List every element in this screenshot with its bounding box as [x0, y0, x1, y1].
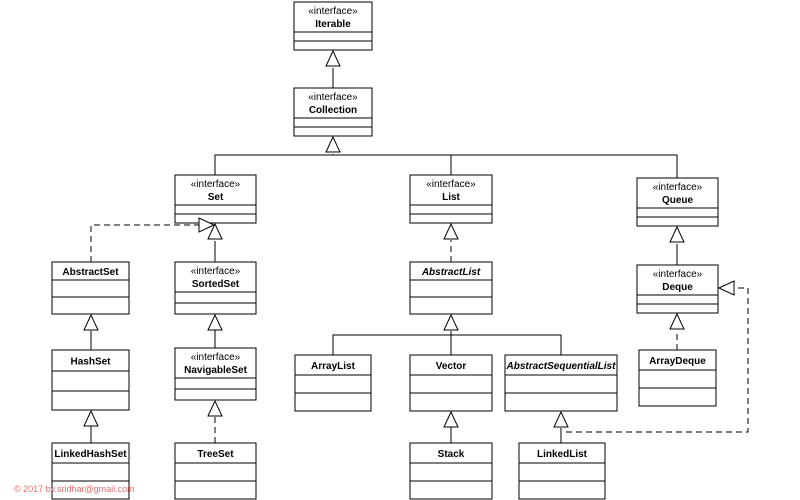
class-name-treeset: TreeSet [197, 449, 234, 460]
class-box-abstractsequentiallist: AbstractSequentialList [504, 354, 618, 412]
class-name-set: Set [208, 192, 224, 203]
class-box-sortedset: «interface» SortedSet [174, 261, 257, 315]
class-name-iterable: Iterable [315, 19, 351, 30]
linkedlist-to-deque-edge [566, 287, 749, 433]
stereotype-label: «interface» [308, 92, 358, 103]
treeset-to-navigableset-arrowhead [207, 399, 223, 417]
abstractlist-to-list-arrowhead [443, 222, 459, 240]
class-name-collection: Collection [309, 105, 357, 116]
class-name-arraydeque: ArrayDeque [649, 356, 706, 367]
class-name-list: List [442, 192, 460, 203]
class-name-arraylist: ArrayList [311, 361, 356, 372]
class-name-linkedlist: LinkedList [537, 449, 588, 460]
abstractsequentiallist-to-abstractlist-edge [450, 331, 562, 355]
stereotype-label: «interface» [191, 179, 241, 190]
class-box-collection: «interface» Collection [293, 87, 373, 137]
stereotype-label: «interface» [308, 6, 358, 17]
class-box-set: «interface» Set [174, 174, 257, 224]
stereotype-label: «interface» [191, 266, 241, 277]
sortedset-to-set-arrowhead [207, 222, 223, 240]
navigableset-to-sortedset-arrowhead [207, 313, 223, 331]
class-box-abstractset: AbstractSet [51, 261, 130, 315]
stereotype-label: «interface» [653, 269, 703, 280]
class-box-linkedlist: LinkedList [518, 442, 606, 500]
stereotype-label: «interface» [426, 179, 476, 190]
abstractsequentiallist-to-abstractlist-arrowhead [443, 313, 459, 331]
class-box-navigableset: «interface» NavigableSet [174, 347, 257, 401]
class-name-navigableset: NavigableSet [184, 365, 247, 376]
stereotype-label: «interface» [191, 352, 241, 363]
class-box-hashset: HashSet [51, 349, 130, 411]
linkedhashset-to-hashset-arrowhead [83, 409, 99, 427]
linkedlist-to-deque-arrowhead [717, 280, 735, 296]
class-box-linkedhashset: LinkedHashSet [51, 442, 130, 500]
stereotype-label: «interface» [653, 182, 703, 193]
copyright-watermark: © 2017 by.sridhar@gmail.com [14, 484, 135, 494]
class-box-stack: Stack [409, 442, 493, 500]
stack-to-vector-arrowhead [443, 410, 459, 428]
queue-to-collection-edge [332, 154, 678, 178]
set-to-collection-edge [214, 154, 333, 175]
arraydeque-to-deque-arrowhead [669, 312, 685, 330]
relation-edges [90, 68, 749, 443]
class-name-sortedset: SortedSet [192, 279, 240, 290]
class-box-arraydeque: ArrayDeque [638, 349, 717, 407]
class-box-treeset: TreeSet [174, 442, 257, 500]
class-box-vector: Vector [409, 354, 493, 412]
relation-arrowheads [83, 49, 735, 428]
class-name-linkedhashset: LinkedHashSet [54, 449, 127, 460]
class-name-hashset: HashSet [70, 357, 111, 368]
class-name-stack: Stack [438, 449, 465, 460]
arraylist-to-abstractlist-edge [332, 334, 451, 355]
class-name-abstractset: AbstractSet [62, 267, 119, 278]
class-box-iterable: «interface» Iterable [293, 1, 373, 51]
class-name-deque: Deque [662, 282, 693, 293]
abstractset-to-set-edge [90, 224, 202, 262]
class-boxes: «interface» Iterable «interface» Collection… [51, 1, 719, 500]
class-name-queue: Queue [662, 195, 694, 206]
class-name-abstractlist: AbstractList [421, 267, 481, 278]
deque-to-queue-arrowhead [669, 225, 685, 243]
queue-to-collection-arrowhead [325, 135, 341, 153]
collection-to-iterable-arrowhead [325, 49, 341, 67]
linkedlist-to-abstractsequentiallist-arrowhead [553, 410, 569, 428]
list-to-collection-edge [333, 154, 452, 175]
class-box-abstractlist: AbstractList [409, 261, 493, 315]
class-box-arraylist: ArrayList [294, 354, 372, 412]
class-box-queue: «interface» Queue [636, 177, 719, 227]
hashset-to-abstractset-arrowhead [83, 313, 99, 331]
class-box-deque: «interface» Deque [636, 264, 719, 314]
class-name-abstractsequentiallist: AbstractSequentialList [506, 361, 617, 372]
abstractset-to-set-arrowhead [198, 217, 216, 233]
class-name-vector: Vector [436, 361, 467, 372]
class-box-list: «interface» List [409, 174, 493, 224]
